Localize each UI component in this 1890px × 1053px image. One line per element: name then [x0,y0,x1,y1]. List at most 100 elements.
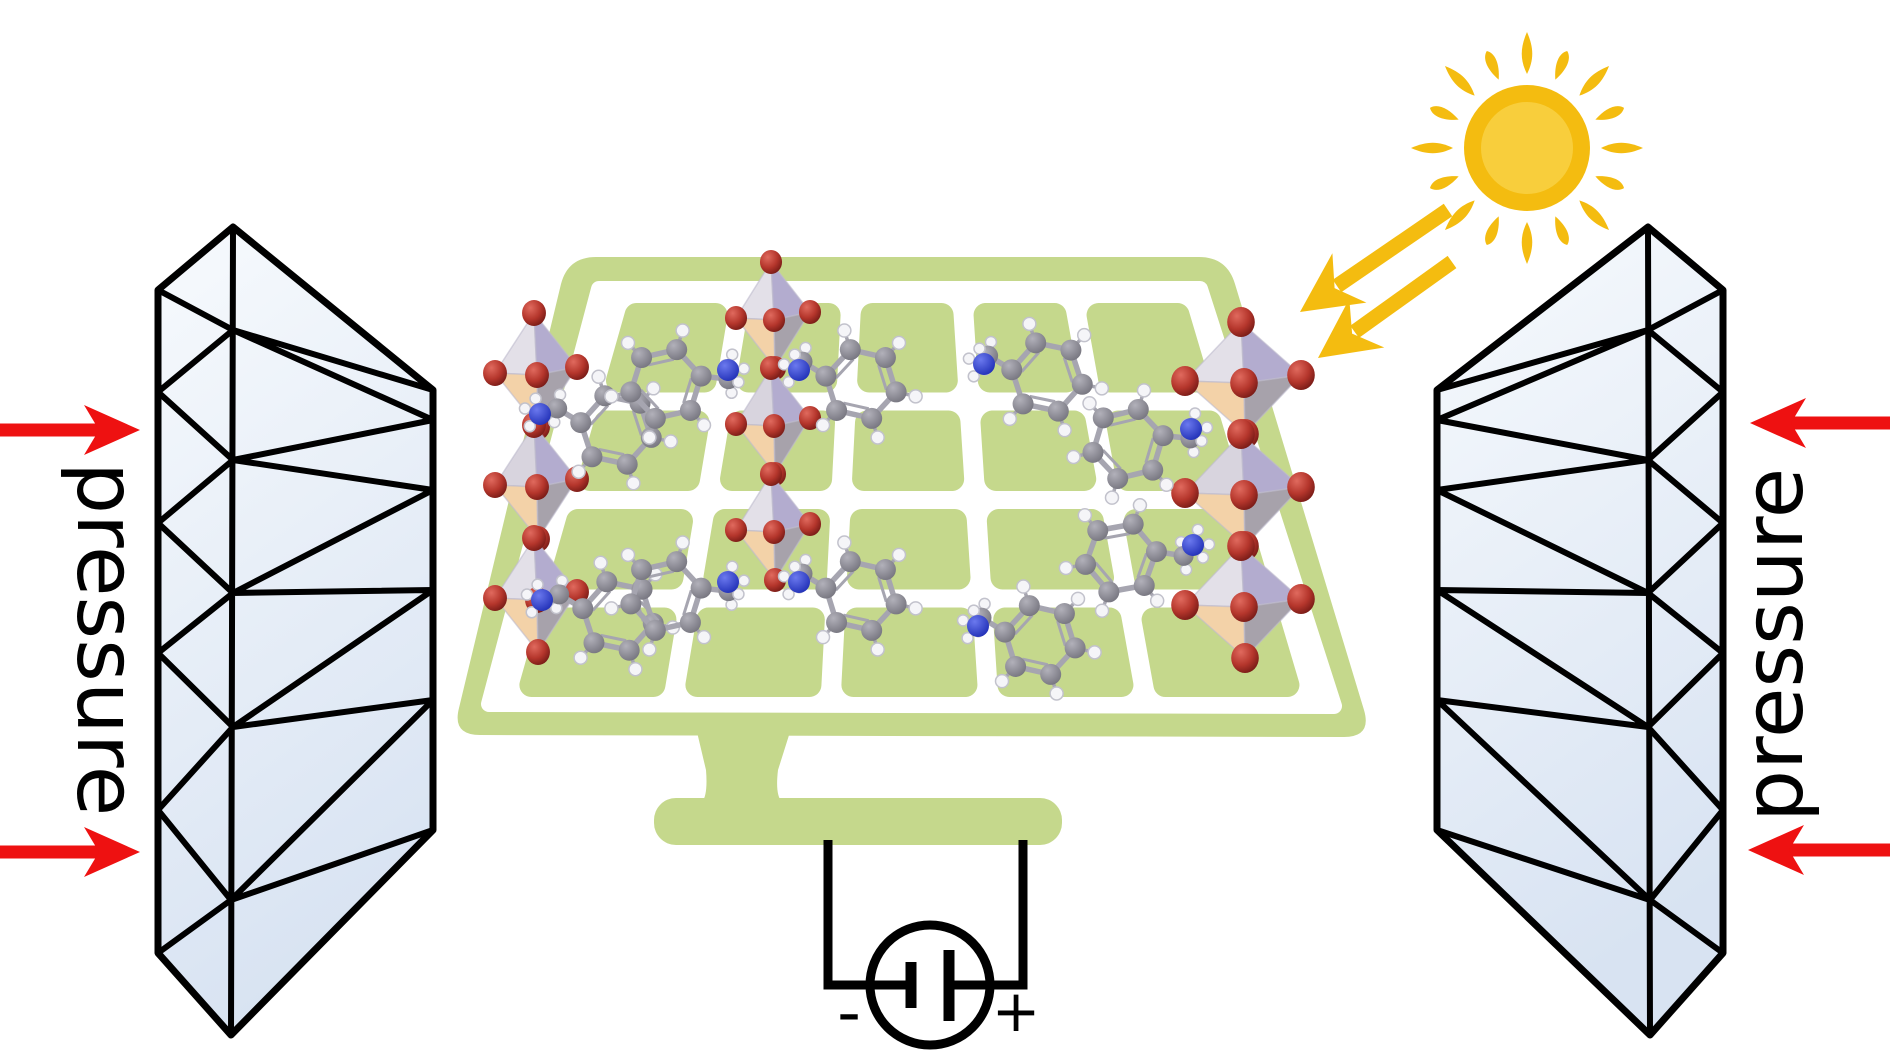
carbon-atom [679,399,701,421]
hydrogen-atom [1087,645,1102,660]
perovskite-octahedron-icon [1171,531,1315,673]
sun-ray [1521,222,1533,264]
panel-cell [685,607,825,697]
double-bond [598,447,625,457]
carbon-atom [1075,553,1097,575]
hydrogen-atom [1094,603,1110,618]
hydrogen-atom [642,430,657,445]
carbon-atom [1107,467,1129,489]
hydrogen-atom [620,335,636,351]
hydrogen-atom [870,430,885,445]
pressure-label-left: pressure [58,462,153,816]
sun-ray [1444,200,1475,231]
nitrogen-atom [717,571,739,593]
hydrogen-atom [531,578,544,591]
hydrogen-atom [777,358,791,371]
sun-ray [1579,200,1610,231]
halide-atom [522,525,546,551]
panel-cell [980,410,1097,491]
halide-atom [1227,419,1255,449]
organic-molecule-icon [1066,383,1214,505]
hydrogen-atom [732,375,745,389]
halide-atom [1287,472,1315,502]
diamond-anvil-left-facets [155,224,436,1038]
hydrogen-atom [732,587,745,601]
organic-molecule-icon [956,579,1102,701]
nitrogen-atom [529,403,551,425]
circuit-wire-right [991,840,1028,990]
sun-ray [1579,65,1610,96]
hydrogen-atom [696,417,712,433]
panel-stand [654,732,1062,845]
halide-atom [565,354,589,380]
battery-circuit: - + [823,840,1040,1051]
hydrogen-atom [815,417,831,433]
panel-cell [549,509,693,590]
hydrogen-atom [646,381,661,396]
carbon-atom [572,598,594,620]
carbon-atom [1053,603,1075,625]
hydrogen-atom [1202,538,1216,551]
hydrogen-atom [725,560,739,573]
carbon-atom [1145,541,1167,563]
carbon-atom [861,407,883,429]
carbon-atom [839,339,861,361]
double-bond [648,569,675,579]
carbon-atom [583,632,605,654]
panel-cell [993,607,1134,697]
hydrogen-atom [1077,507,1093,523]
hydrogen-atom [777,570,791,583]
organic-molecule-icon [604,323,751,445]
hydrogen-atom [1002,411,1018,427]
hydrogen-atom [891,335,907,351]
double-bond [631,410,643,436]
double-bond [1056,620,1067,647]
nitrogen-atom [973,353,995,375]
carbon-atom [1025,332,1047,354]
double-bond [1103,532,1131,540]
hydrogen-atom [1070,591,1086,607]
hydrogen-atom [628,661,643,677]
hydrogen-atom [573,650,588,665]
hydrogen-atom [604,601,619,616]
carbon-atom [1098,581,1120,603]
halide-atom [483,472,507,498]
hydrogen-atom [1196,551,1210,564]
hydrogen-atom [1104,490,1120,505]
sun-icon [1411,32,1643,264]
perovskite-octahedron-icon [724,250,822,380]
carbon-atom [1092,407,1114,429]
halide-atom [483,585,507,611]
hydrogen-atom [891,547,907,563]
carbon-atom [874,347,896,369]
halide-atom [1287,360,1315,390]
double-bond [1022,657,1049,667]
perovskite-octahedron-icon [1171,307,1315,449]
hydrogen-atom [696,629,712,645]
carbon-atom [618,639,640,661]
sun-rays [1411,32,1643,264]
hydrogen-atom [529,392,542,405]
diamond-anvil-right-facets [1434,224,1726,1038]
hydrogen-atom [788,348,802,361]
halide-atom [526,639,550,665]
sunlight-arrow-2 [1318,255,1457,358]
hydrogen-atom [961,631,974,645]
hydrogen-atom [782,375,795,389]
nitrogen-atom [788,571,810,593]
carbon-atom [1127,399,1149,421]
halide-atom [724,518,748,542]
halide-atom [762,414,786,438]
halide-atom [1231,643,1259,673]
octahedron-face [1243,486,1302,547]
sun-ray [1555,50,1569,80]
double-bond [843,401,870,411]
halide-atom [724,306,748,330]
double-bond [834,570,855,592]
hydrogen-atom [967,370,981,383]
perovskite-octahedra-chain [1171,307,1315,673]
hydrogen-atom [518,402,532,415]
hydrogen-atom [571,464,586,479]
nitrogen-atom [967,615,989,637]
